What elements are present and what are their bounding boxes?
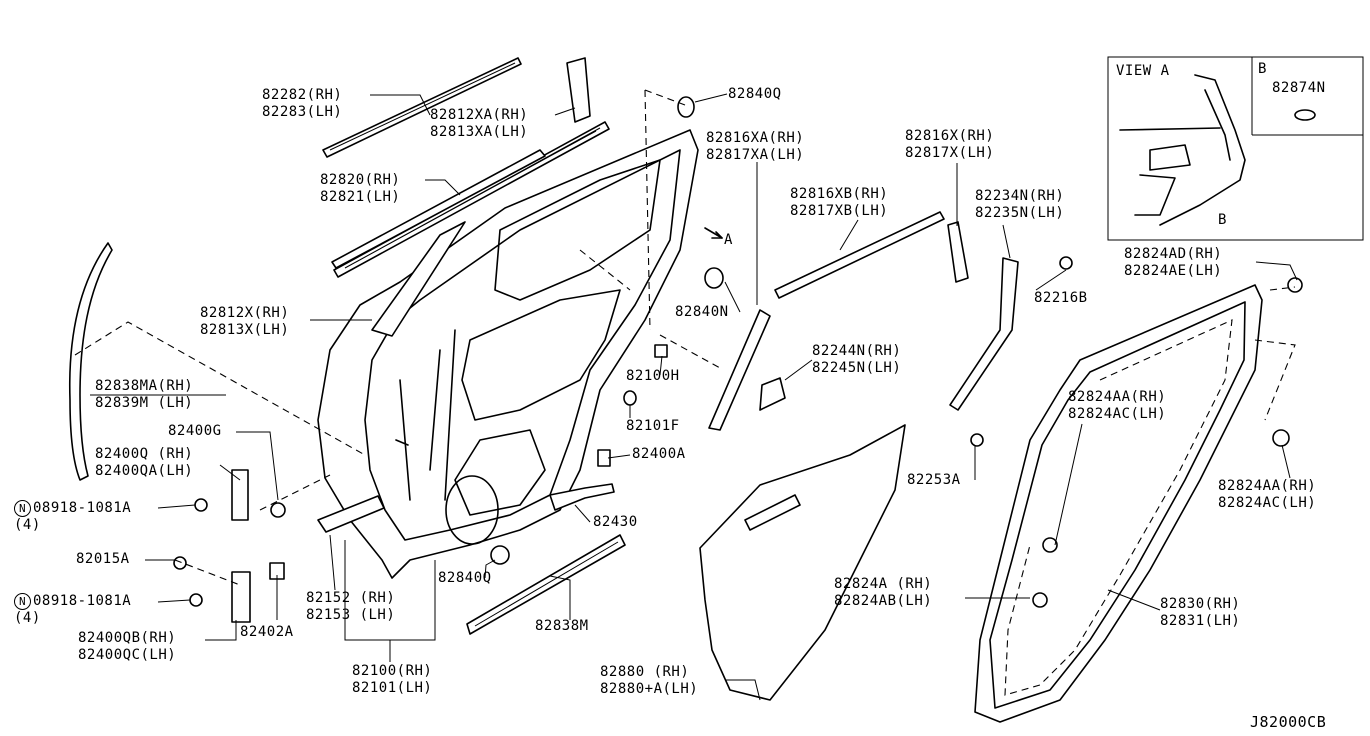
label-82812xa: 82812XA(RH) 82813XA(LH) [430,107,529,140]
label-82244n: 82244N(RH) 82245N(LH) [812,343,902,376]
label-82824ad: 82824AD(RH) 82824AE(LH) [1124,246,1223,279]
upper-frame-molding [774,211,969,299]
label-82015a: 82015A [76,551,130,567]
sealing-screen [699,424,906,701]
center-pillar-molding [708,309,771,431]
label-82820: 82820(RH) 82821(LH) [320,172,401,205]
outer-moulding-strip [322,57,522,158]
label-82838m: 82838M [535,618,589,634]
view-a-inset [1107,56,1364,241]
label-82400a: 82400A [632,446,686,462]
inset-callout-b: B [1258,61,1267,77]
label-82824aa-mid: 82824AA(RH) 82824AC(LH) [1068,389,1167,422]
lower-hinge [173,556,285,623]
view-a-arrow-label: A [724,232,733,248]
diagram-code: J82000CB [1250,713,1327,731]
label-82402a: 82402A [240,624,294,640]
label-82838ma: 82838MA(RH) 82839M (LH) [95,378,194,411]
weatherstrip-clips [1032,277,1303,608]
label-82152: 82152 (RH) 82153 (LH) [306,590,396,623]
partition-bracket [759,377,786,411]
body-side-weatherstrip [68,242,113,481]
label-82216b: 82216B [1034,290,1088,306]
label-82400g: 82400G [168,423,222,439]
label-82234n: 82234N(RH) 82235N(LH) [975,188,1065,221]
label-82282: 82282(RH) 82283(LH) [262,87,343,120]
label-82400q: 82400Q (RH) 82400QA(LH) [95,446,194,479]
door-stopper [949,256,1073,447]
label-82824aa-right: 82824AA(RH) 82824AC(LH) [1218,478,1317,511]
nut-symbol-n: N [14,500,31,517]
label-08918-upper-text: 08918-1081A (4) [14,500,132,533]
inset-view-label: VIEW A [1116,63,1170,79]
label-82430: 82430 [593,514,638,530]
label-82830: 82830(RH) 82831(LH) [1160,596,1241,629]
door-weatherstrip [974,284,1263,723]
label-82812x: 82812X(RH) 82813X(LH) [200,305,290,338]
label-82253a: 82253A [907,472,961,488]
grommet-clips [490,96,724,565]
label-82840q-bottom: 82840Q [438,570,492,586]
leader-lines [90,93,1298,701]
lower-seal [317,495,385,533]
label-82824a: 82824A (RH) 82824AB(LH) [834,576,933,609]
inset-82874n: 82874N [1272,80,1326,96]
door-check-link [549,449,615,511]
assembly-lines [74,89,1296,586]
sash-cover [371,221,466,337]
glass-run-channel [331,149,546,269]
nut-symbol-n: N [14,593,31,610]
belt-molding [466,534,626,635]
label-82880: 82880 (RH) 82880+A(LH) [600,664,699,697]
upper-hinge [194,469,286,521]
label-82816xb: 82816XB(RH) 82817XB(LH) [790,186,889,219]
label-82816x: 82816X(RH) 82817X(LH) [905,128,995,161]
label-82100: 82100(RH) 82101(LH) [352,663,433,696]
label-08918-lower-text: 08918-1081A (4) [14,593,132,626]
label-82840n: 82840N [675,304,729,320]
label-82840q-top: 82840Q [728,86,782,102]
label-82100h: 82100H [626,368,680,384]
label-82101f: 82101F [626,418,680,434]
label-82400qb: 82400QB(RH) 82400QC(LH) [78,630,177,663]
view-a-arrow [704,227,723,239]
inset-pointer-b: B [1218,212,1227,228]
label-82816xa: 82816XA(RH) 82817XA(LH) [706,130,805,163]
